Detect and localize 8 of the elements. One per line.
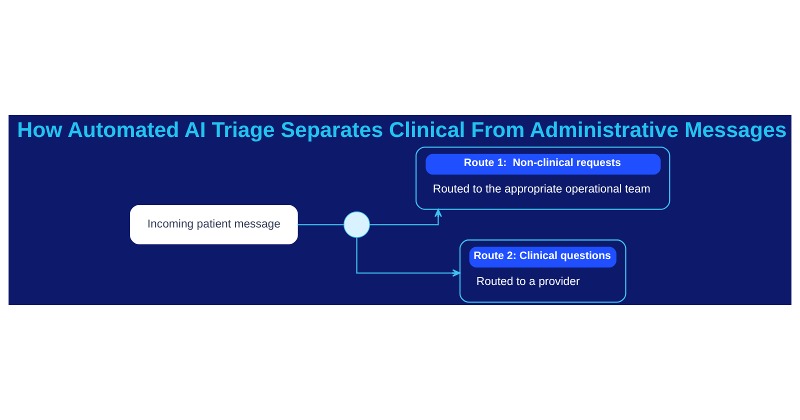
node-box: Route 1: Non-clinical requests Routed to the appropriate operational team (416, 146, 670, 210)
node-circle (344, 211, 370, 238)
arrow (370, 208, 442, 226)
diagram-title: How Automated AI Triage Separates Clinical From Administrative Messages (17, 118, 787, 142)
node-box: Route 2: Clinical questions Routed to a provider (459, 239, 626, 303)
arrow (356, 238, 460, 277)
connector (298, 224, 344, 226)
node-box: Incoming patient message (130, 205, 298, 244)
